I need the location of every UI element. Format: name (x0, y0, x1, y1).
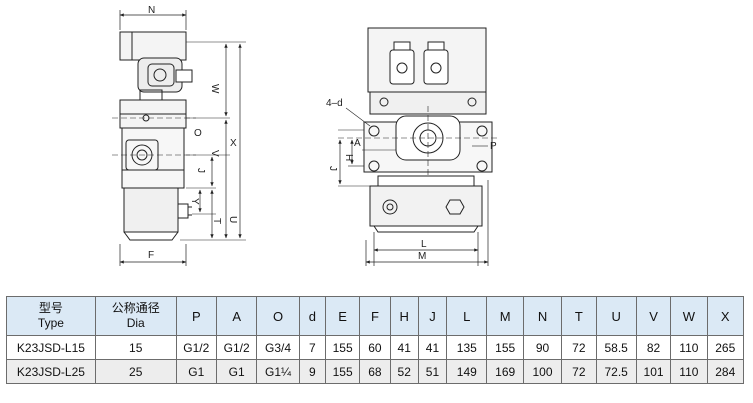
header-col: V (635, 296, 672, 336)
cell-value: 51 (417, 359, 448, 384)
cell-model: K23JSD-L25 (6, 359, 96, 384)
cell-value: 155 (324, 335, 361, 360)
cell-value: 68 (359, 359, 391, 384)
cell-value: 169 (486, 359, 524, 384)
table-row: K23JSD-L15 15 G1/2 G1/2 G3/4 7 155 60 41… (6, 335, 745, 360)
header-col: M (486, 296, 524, 336)
header-col: N (522, 296, 563, 336)
cell-value: 110 (670, 335, 708, 360)
cell-value: 72 (561, 359, 597, 384)
table-header-row: 型号 Type 公称通径 Dia P A O d E F H J L M N T… (6, 296, 745, 336)
header-col: E (324, 296, 361, 336)
dim-label-j-front: J (327, 166, 338, 171)
cell-value: 82 (635, 335, 672, 360)
dim-label-x: X (230, 138, 237, 149)
dim-label-p: P (490, 141, 497, 152)
cell-value: G1 (215, 359, 258, 384)
valve-dimension-drawing: N W O V X J Y T U F (112, 5, 500, 266)
header-col: A (215, 296, 258, 336)
cell-value: G1/2 (175, 335, 217, 360)
header-col: W (670, 296, 708, 336)
dim-label-w: W (209, 84, 220, 94)
cell-value: G1/2 (215, 335, 258, 360)
dim-label-v: V (209, 150, 220, 157)
cell-value: 100 (522, 359, 563, 384)
cell-value: 284 (706, 359, 745, 384)
table-row: K23JSD-L25 25 G1 G1 G1¼ 9 155 68 52 51 1… (6, 359, 745, 384)
dim-label-a: A (354, 138, 361, 149)
cell-value: 101 (635, 359, 672, 384)
dim-label-4d: 4–d (326, 98, 343, 109)
cell-value: 52 (389, 359, 419, 384)
cell-value: 60 (359, 335, 391, 360)
cell-dia: 25 (94, 359, 177, 384)
header-col: X (706, 296, 745, 336)
cell-value: 72.5 (595, 359, 637, 384)
header-col: J (417, 296, 448, 336)
header-model: 型号 Type (6, 296, 96, 336)
cell-model: K23JSD-L15 (6, 335, 96, 360)
header-col: H (389, 296, 419, 336)
specification-table: 型号 Type 公称通径 Dia P A O d E F H J L M N T… (6, 296, 745, 384)
dim-label-l: L (421, 239, 427, 250)
header-col: P (175, 296, 217, 336)
dim-label-j: J (195, 168, 206, 173)
header-col: L (446, 296, 488, 336)
cell-value: 72 (561, 335, 597, 360)
dim-label-y: Y (189, 198, 200, 205)
dim-label-h: H (343, 154, 354, 161)
header-col: d (298, 296, 326, 336)
cell-value: 110 (670, 359, 708, 384)
front-view (338, 27, 500, 266)
dim-label-n: N (148, 5, 155, 16)
cell-value: 58.5 (595, 335, 637, 360)
cell-value: 90 (522, 335, 563, 360)
cell-value: 41 (417, 335, 448, 360)
cell-dia: 15 (94, 335, 177, 360)
cell-value: G1 (175, 359, 217, 384)
cell-value: 155 (486, 335, 524, 360)
dim-label-o: O (194, 128, 202, 139)
cell-value: G3/4 (256, 335, 300, 360)
cell-value: 155 (324, 359, 361, 384)
header-col: O (256, 296, 300, 336)
header-col: U (595, 296, 637, 336)
cell-value: 9 (298, 359, 326, 384)
cell-value: 265 (706, 335, 745, 360)
front-view-labels: 4–d A H J P L M (326, 98, 497, 262)
dim-label-m: M (418, 251, 426, 262)
cell-value: 135 (446, 335, 488, 360)
dim-label-u: U (227, 216, 238, 223)
cell-value: 41 (389, 335, 419, 360)
header-dia: 公称通径 Dia (94, 296, 177, 336)
header-col: T (561, 296, 597, 336)
dim-label-f: F (148, 250, 154, 261)
cell-value: 7 (298, 335, 326, 360)
side-view-labels: N W O V X J Y T U F (148, 5, 238, 261)
dim-label-t: T (211, 218, 222, 224)
cell-value: 149 (446, 359, 488, 384)
side-view (112, 10, 246, 266)
header-col: F (359, 296, 391, 336)
cell-value: G1¼ (256, 359, 300, 384)
